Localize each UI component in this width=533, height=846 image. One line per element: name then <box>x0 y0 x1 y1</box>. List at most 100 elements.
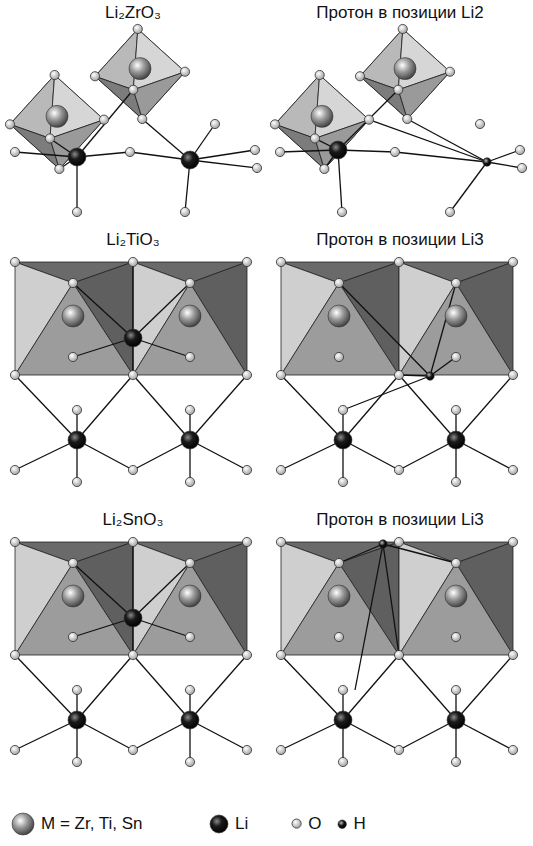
o-atom <box>276 465 285 474</box>
o-atom <box>445 207 454 216</box>
o-atom <box>72 207 81 216</box>
bond-line <box>190 720 247 750</box>
bond-line <box>338 150 342 212</box>
o-atom <box>334 278 343 287</box>
structure-title: Li₂ZrO₃ <box>105 3 161 23</box>
m-atom <box>445 585 467 607</box>
bond-line <box>383 544 456 563</box>
o-atom <box>128 537 137 546</box>
o-atom <box>508 650 517 659</box>
legend-symbol <box>10 811 36 837</box>
bond-line <box>456 720 513 750</box>
o-atom <box>185 632 194 641</box>
o-atom <box>72 405 81 414</box>
o-atom <box>10 745 19 754</box>
structure-title: Протон в позиции Li3 <box>316 510 484 530</box>
o-atom <box>185 757 194 766</box>
bond-line <box>399 440 456 470</box>
m-atom <box>328 585 350 607</box>
o-atom <box>334 558 343 567</box>
li-atom <box>181 431 199 449</box>
o-atom <box>128 650 137 659</box>
o-atom <box>250 145 259 154</box>
o-atom <box>128 370 137 379</box>
o-atom <box>242 537 251 546</box>
li-atom <box>68 431 86 449</box>
o-atom <box>133 24 142 33</box>
o-atom <box>72 757 81 766</box>
structure-title: Протон в позиции Li2 <box>316 3 484 23</box>
legend-symbol <box>208 813 230 835</box>
bond-line <box>15 440 77 470</box>
o-atom <box>508 257 517 266</box>
o-atom <box>185 278 194 287</box>
m-atom <box>311 105 333 127</box>
o-atom <box>320 164 329 173</box>
o-atom <box>68 558 77 567</box>
bond-line <box>281 375 343 440</box>
polyhedron-face <box>15 283 133 375</box>
bond-line <box>133 720 190 750</box>
o-atom <box>338 757 347 766</box>
o-atom <box>451 352 460 361</box>
o-atom <box>451 632 460 641</box>
h-atom <box>483 158 491 166</box>
o-atom <box>338 685 347 694</box>
o-atom <box>185 405 194 414</box>
o-atom <box>68 278 77 287</box>
li-atom <box>210 815 228 833</box>
h-atom <box>338 820 346 828</box>
legend-item: O <box>290 814 321 834</box>
bond-line <box>456 440 513 470</box>
polyhedron-face <box>133 283 247 375</box>
o-atom <box>129 85 138 94</box>
o-atom <box>72 685 81 694</box>
structure-title: Li₂TiO₃ <box>106 230 160 250</box>
polyhedron-face <box>95 76 142 119</box>
bond-line <box>281 440 343 470</box>
bond-line <box>383 544 399 655</box>
o-atom <box>185 685 194 694</box>
o-atom <box>334 632 343 641</box>
o-atom <box>276 370 285 379</box>
bond-line <box>407 119 487 162</box>
o-atom <box>270 120 279 129</box>
o-atom <box>451 278 460 287</box>
o-atom <box>242 745 251 754</box>
o-atom <box>515 145 524 154</box>
bond-line <box>339 544 383 563</box>
o-atom <box>68 352 77 361</box>
legend-symbol <box>336 818 348 830</box>
o-atom <box>394 257 403 266</box>
bond-line <box>77 720 133 750</box>
m-atom <box>179 585 201 607</box>
o-atom <box>517 163 526 172</box>
legend-item: M = Zr, Ti, Sn <box>10 811 143 837</box>
li-atom <box>181 711 199 729</box>
o-atom <box>10 650 19 659</box>
bond-line <box>343 376 430 410</box>
o-atom <box>394 465 403 474</box>
m-atom <box>179 305 201 327</box>
li-atom <box>124 329 142 347</box>
o-atom <box>180 207 189 216</box>
h-atom <box>379 540 387 548</box>
polyhedron-face <box>275 124 324 169</box>
o-atom <box>55 164 64 173</box>
o-atom <box>242 465 251 474</box>
bond-line <box>190 655 247 720</box>
bond-line <box>77 90 133 157</box>
bond-line <box>73 338 133 357</box>
bond-line <box>77 655 133 720</box>
o-atom <box>310 134 319 143</box>
polyhedron-face <box>399 563 513 655</box>
o-atom <box>242 650 251 659</box>
li-atom <box>68 148 86 166</box>
m-atom <box>394 58 416 80</box>
o-atom <box>252 163 261 172</box>
legend-symbol <box>290 817 303 830</box>
o-atom <box>292 819 301 828</box>
li-atom <box>68 711 86 729</box>
bond-line <box>355 544 383 690</box>
bond-line <box>339 283 430 376</box>
